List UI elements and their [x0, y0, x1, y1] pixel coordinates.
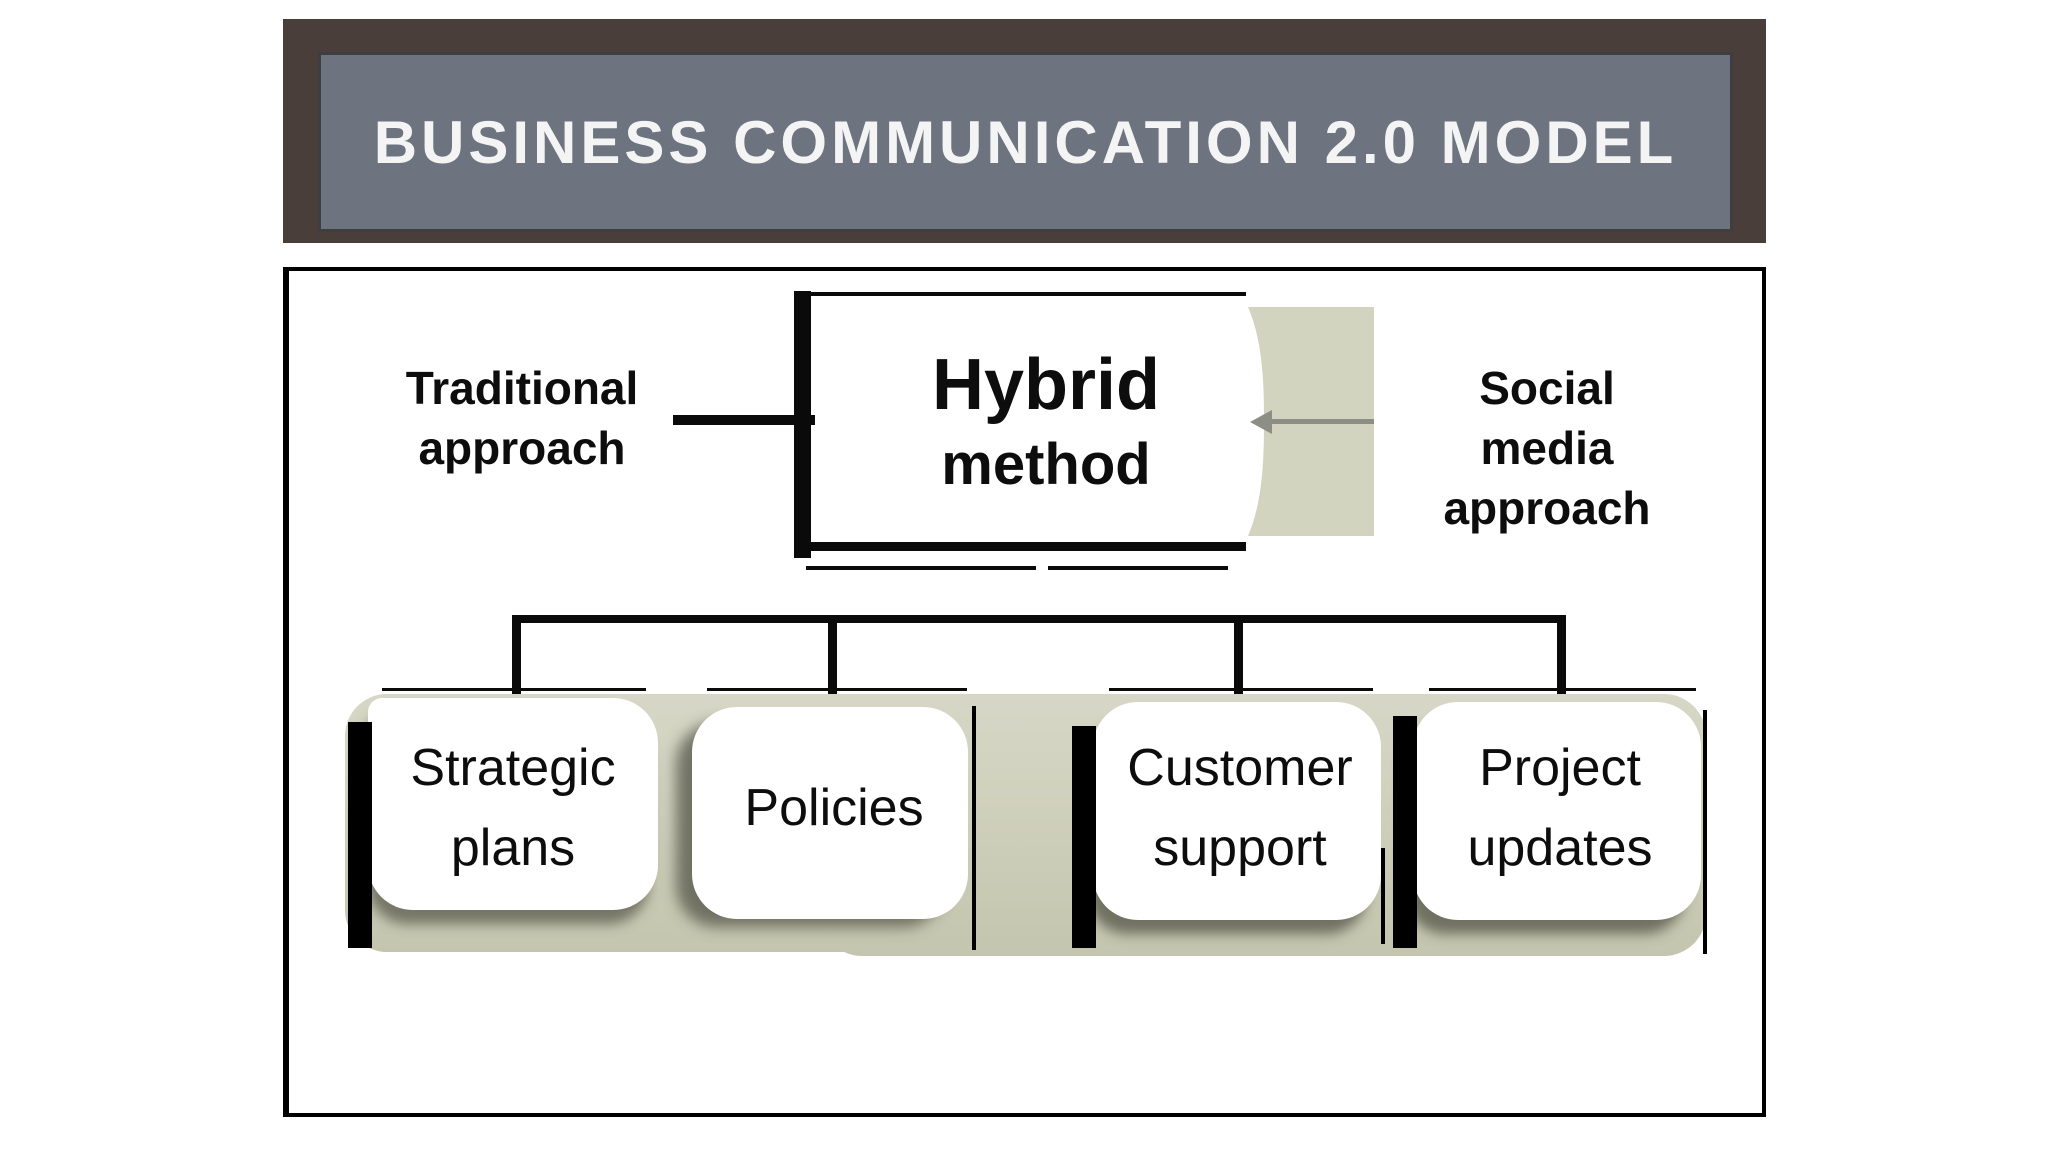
tree-drop-2: [828, 615, 837, 697]
tree-drop-3: [1234, 615, 1243, 697]
child-box-project-updates: [1413, 702, 1701, 920]
arrow-head: [1250, 410, 1272, 434]
child-box-policies: [692, 707, 968, 919]
tree-drop-4: [1557, 615, 1566, 697]
right-edge-line-project: [1703, 710, 1707, 954]
social-media-approach-label: Social media approach: [1443, 362, 1651, 534]
child-box-strategic-plans: [368, 698, 658, 910]
hybrid-title: Hybrid: [931, 345, 1161, 425]
tree-drop-1: [512, 615, 521, 697]
child-box-label: Strategic plans: [410, 739, 616, 877]
left-accent-bar-customer: [1072, 726, 1096, 948]
banner-title: BUSINESS COMMUNICATION 2.0 MODEL: [373, 108, 1678, 176]
title-banner-frame: BUSINESS COMMUNICATION 2.0 MODEL: [283, 19, 1766, 243]
traditional-approach-label: Traditional approach: [405, 362, 639, 474]
child-box-top-line-4: [1429, 688, 1696, 691]
right-edge-line-policies: [972, 706, 976, 950]
arrow-shaft: [1270, 419, 1374, 424]
model-panel: [283, 267, 1766, 1117]
left-accent-bar-project: [1393, 716, 1417, 948]
hybrid-top-border: [806, 292, 1246, 296]
hybrid-underline-right: [1048, 566, 1228, 570]
child-box-top-line-3: [1109, 688, 1373, 691]
child-box-label: Policies: [744, 779, 924, 837]
child-box-top-line-2: [707, 688, 967, 691]
child-box-top-line-1: [382, 688, 646, 691]
left-accent-bar-strategic: [348, 722, 372, 948]
traditional-connector-line: [673, 415, 815, 425]
right-edge-line-customer: [1381, 848, 1385, 944]
child-box-label: Project updates: [1467, 739, 1653, 877]
hybrid-bottom-border: [810, 542, 1246, 551]
title-banner-panel: BUSINESS COMMUNICATION 2.0 MODEL: [318, 52, 1733, 232]
hybrid-underline-left: [806, 566, 1036, 570]
child-box-label: Customer support: [1127, 739, 1353, 877]
hybrid-subtitle: method: [941, 432, 1151, 497]
tree-rail: [512, 615, 1566, 623]
child-box-customer-support: [1093, 702, 1381, 920]
